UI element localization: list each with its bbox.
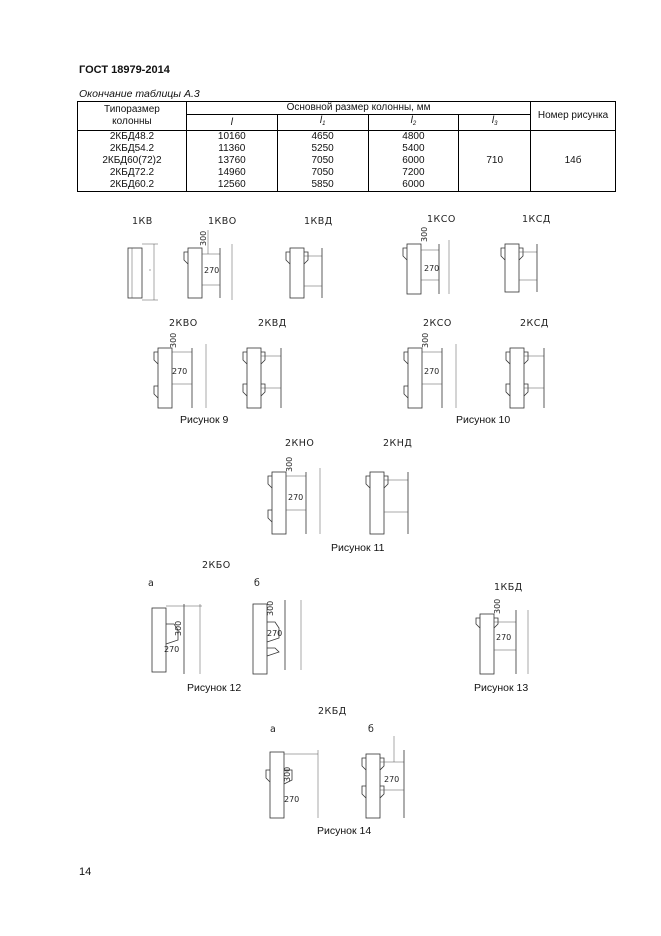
svg-text:270: 270 xyxy=(284,795,299,804)
label-1kv: 1КВ xyxy=(132,216,153,227)
svg-text:270: 270 xyxy=(288,493,303,502)
column-drawing-2kno: 300 270 xyxy=(267,457,321,535)
label-2kbo: 2КБО xyxy=(202,560,231,571)
caption-figure-10: Рисунок 10 xyxy=(456,414,511,426)
column-drawing-1kv xyxy=(127,243,158,301)
header-l2: l2 xyxy=(367,114,460,131)
column-drawing-2kvo: 300 270 xyxy=(153,333,207,409)
header-l3: l3 xyxy=(458,114,532,131)
svg-text:270: 270 xyxy=(172,367,187,376)
label-2kvd: 2КВД xyxy=(258,318,287,329)
svg-text:300: 300 xyxy=(174,621,183,636)
label-1kbd: 1КБД xyxy=(494,582,523,593)
label-2ksd: 2КСД xyxy=(520,318,549,329)
label-2knd: 2КНД xyxy=(383,438,413,449)
caption-figure-13: Рисунок 13 xyxy=(474,682,529,694)
svg-text:300: 300 xyxy=(266,601,275,616)
column-drawing-2knd xyxy=(365,471,409,535)
label-1kso: 1КСО xyxy=(427,214,456,225)
column-drawing-1kso: 300 270 xyxy=(402,227,450,295)
caption-figure-12: Рисунок 12 xyxy=(187,682,242,694)
svg-text:300: 300 xyxy=(421,333,430,348)
label-1kvd: 1КВД xyxy=(304,216,333,227)
column-drawing-2kbd-b: 270 xyxy=(361,736,405,819)
column-drawing-1kvd xyxy=(285,247,323,299)
caption-figure-11: Рисунок 11 xyxy=(331,542,385,554)
header-type: Типоразмер колонны xyxy=(77,101,187,131)
header-figure: Номер рисунка xyxy=(530,101,616,131)
caption-figure-9: Рисунок 9 xyxy=(180,414,229,426)
label-variant-a: а xyxy=(270,724,277,735)
column-drawing-2kbd-a: 300 270 xyxy=(265,750,319,819)
svg-text:300: 300 xyxy=(285,457,294,472)
dim-300: 300 xyxy=(199,231,208,246)
header-l1: l1 xyxy=(276,114,369,131)
column-drawing-2kvd xyxy=(242,347,282,409)
svg-text:300: 300 xyxy=(420,227,429,242)
header-l: l xyxy=(185,114,278,131)
column-drawing-2kbo-b: 300 270 xyxy=(252,600,302,675)
label-1kvo: 1КВО xyxy=(208,216,237,227)
svg-text:270: 270 xyxy=(496,633,511,642)
l3-value: 710 xyxy=(458,130,532,192)
label-2kso: 2КСО xyxy=(423,318,452,329)
svg-text:300: 300 xyxy=(283,767,292,782)
column-drawing-2kso: 300 270 xyxy=(403,333,457,409)
svg-text:270: 270 xyxy=(164,645,179,654)
column-drawing-2kbo-a: 300 270 xyxy=(151,604,202,674)
column-drawing-1ksd xyxy=(500,243,538,293)
table-caption: Окончание таблицы А.3 xyxy=(79,88,200,100)
svg-text:270: 270 xyxy=(384,775,399,784)
label-variant-a: а xyxy=(148,578,155,589)
svg-text:270: 270 xyxy=(424,367,439,376)
dimensions-table: Типоразмер колонны Основной размер колон… xyxy=(77,101,616,192)
column-drawing-2ksd xyxy=(505,347,545,409)
svg-text:270: 270 xyxy=(267,629,282,638)
label-2kbd: 2КБД xyxy=(318,706,347,717)
page-number: 14 xyxy=(79,866,92,878)
label-1ksd: 1КСД xyxy=(522,214,551,225)
label-variant-b: б xyxy=(254,578,261,589)
svg-text:270: 270 xyxy=(424,264,439,273)
figure-value: 14б xyxy=(530,130,616,192)
dim-270: 270 xyxy=(204,266,219,275)
document-header: ГОСТ 18979-2014 xyxy=(79,64,170,76)
header-main-size: Основной размер колонны, мм xyxy=(185,101,532,115)
svg-text:300: 300 xyxy=(493,599,502,614)
label-variant-b: б xyxy=(368,724,375,735)
column-drawing-1kbd: 300 270 xyxy=(475,599,529,675)
caption-figure-14: Рисунок 14 xyxy=(317,825,372,837)
column-drawing-1kvo: 300 270 xyxy=(183,230,233,300)
svg-text:300: 300 xyxy=(169,333,178,348)
label-2kno: 2КНО xyxy=(285,438,315,449)
label-2kvo: 2КВО xyxy=(169,318,198,329)
